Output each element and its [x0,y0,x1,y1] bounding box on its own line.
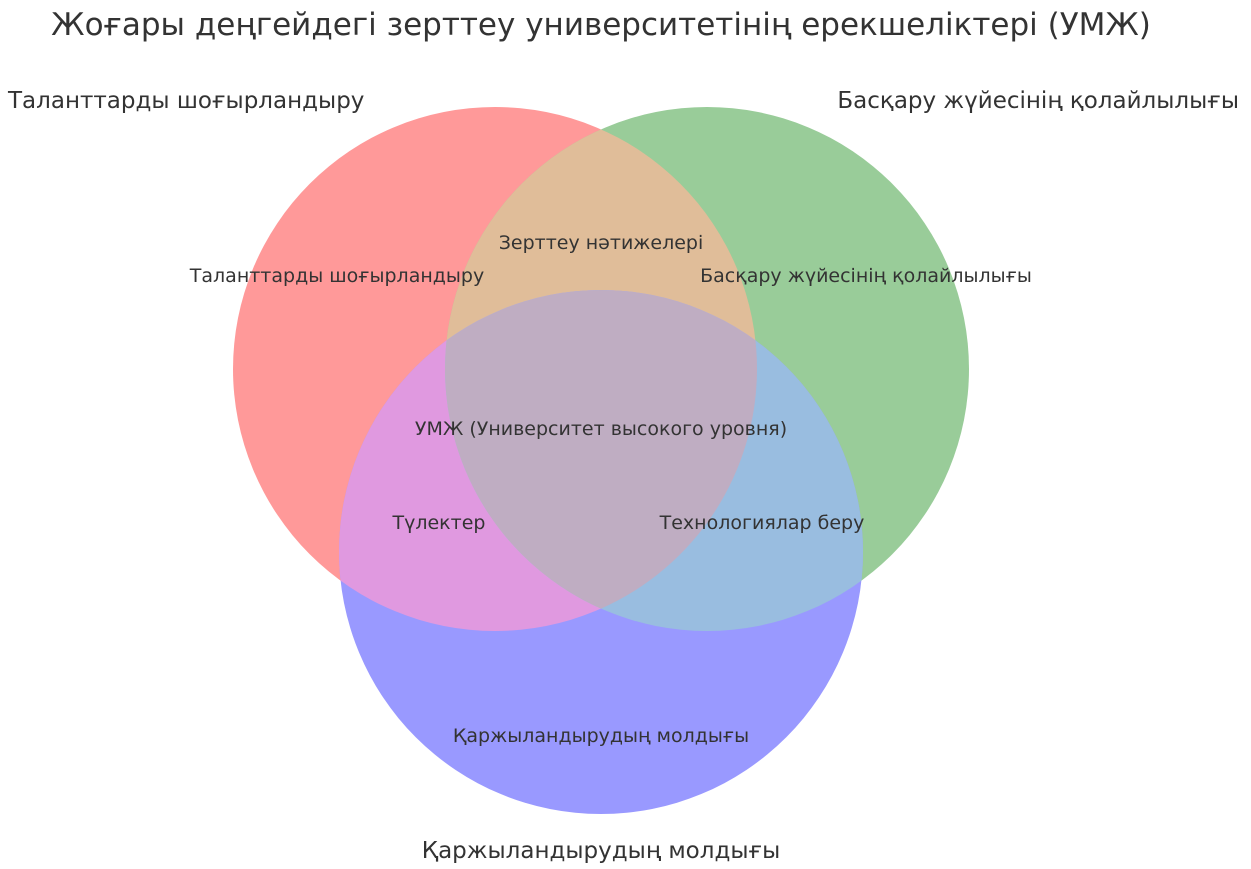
set-title-talent: Таланттарды шоғырландыру [7,88,364,114]
region-label-talent-only: Таланттарды шоғырландыру [189,265,484,287]
region-label-governance-only: Басқару жүйесінің қолайлылығы [700,265,1032,287]
region-label-funding-only: Қаржыландырудың молдығы [453,725,749,747]
region-label-governance-funding: Технологиялар беру [659,512,865,534]
diagram-title: Жоғары деңгейдегі зерттеу университетіні… [51,7,1151,43]
set-title-governance: Басқару жүйесінің қолайлылығы [837,88,1239,114]
region-label-talent-governance: Зерттеу нәтижелері [499,232,704,254]
region-label-center: УМЖ (Университет высокого уровня) [415,418,787,440]
region-label-talent-funding: Түлектер [392,512,486,534]
overlap-center [445,290,757,631]
set-title-funding: Қаржыландырудың молдығы [422,838,781,864]
